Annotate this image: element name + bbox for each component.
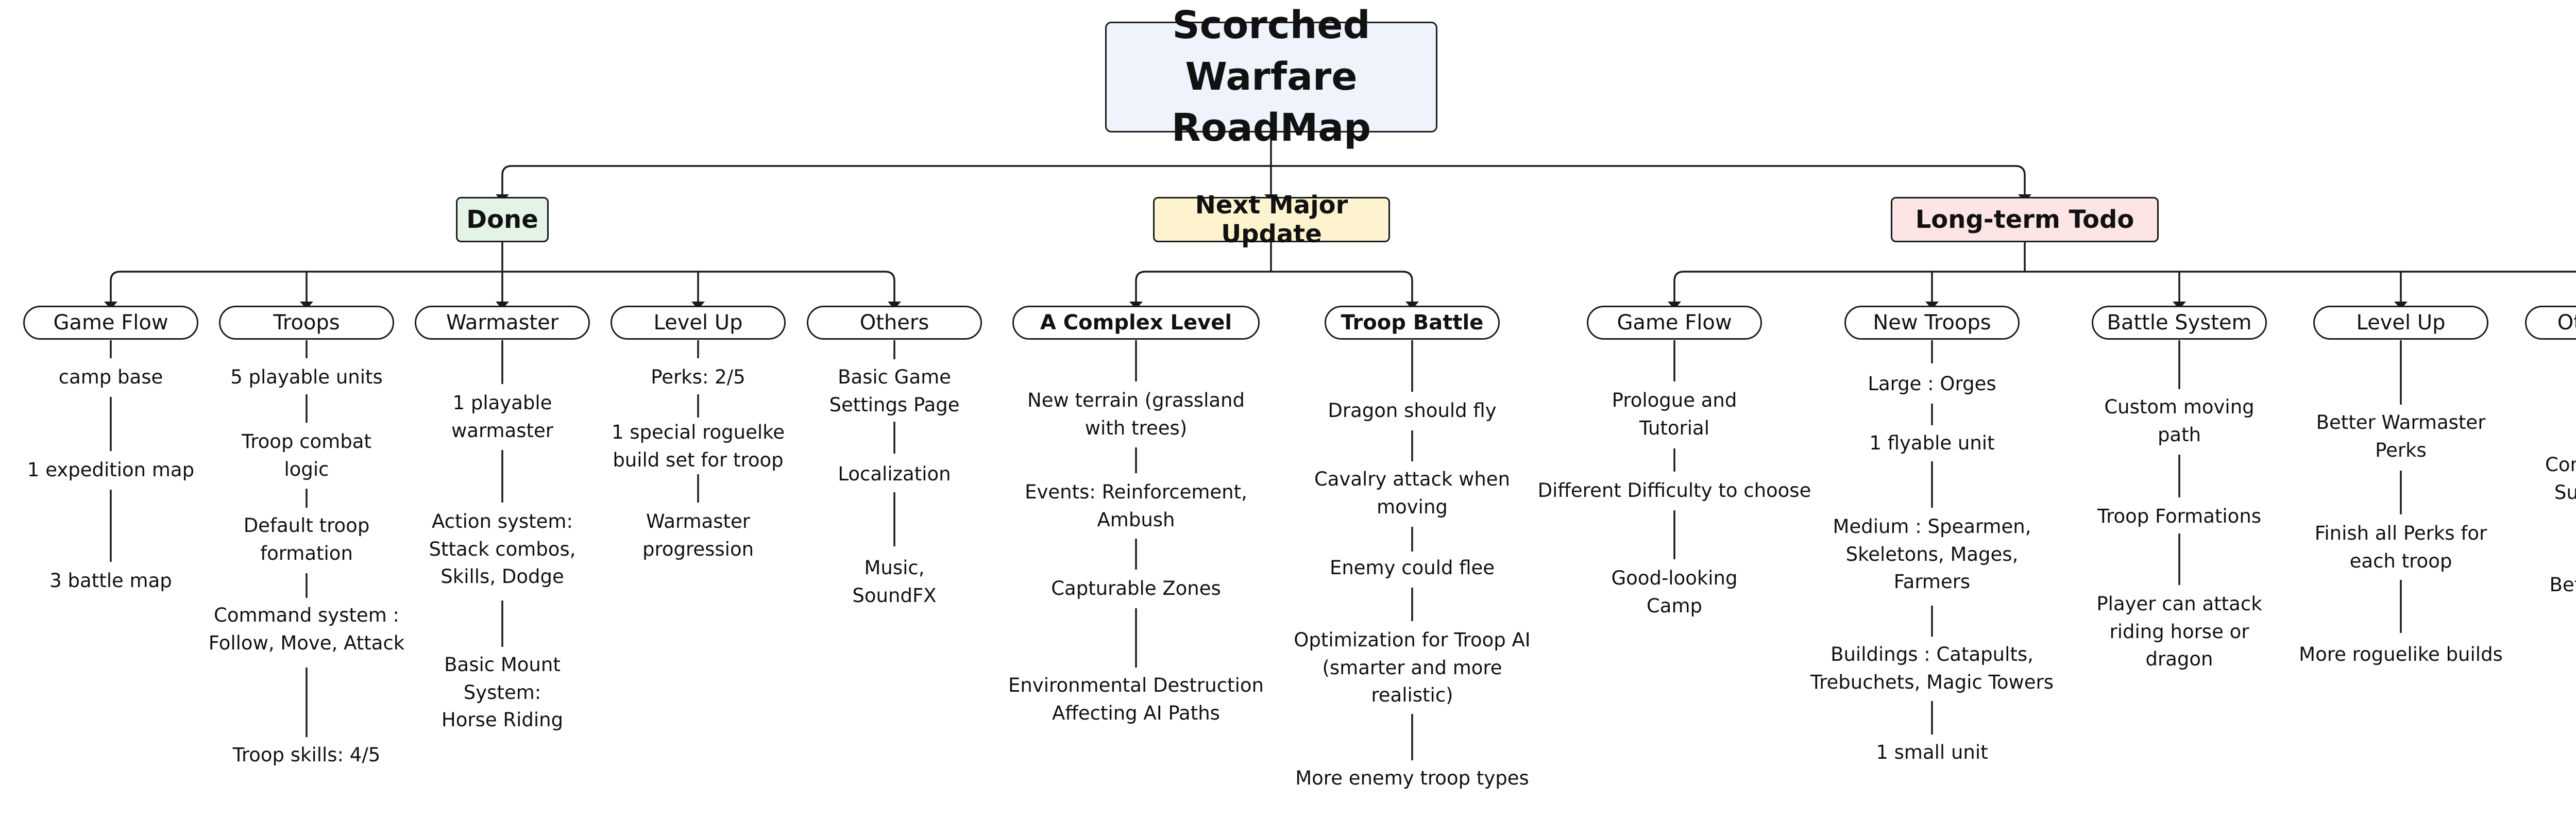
leaf-item: Music, SoundFX <box>852 557 937 607</box>
leaf-item: Basic Game Settings Page <box>829 366 960 416</box>
leaf-item: More enemy troop types <box>1295 767 1529 789</box>
done-game-flow-node: Game Flow <box>23 306 198 340</box>
leaf-item: Events: Reinforcement, Ambush <box>1025 481 1247 531</box>
leaf-item: 3 battle map <box>49 570 172 592</box>
leaf-item: Action system: Sttack combos, Skills, Do… <box>429 510 576 588</box>
leaf-item: Cavalry attack when moving <box>1314 468 1511 518</box>
long-game-flow-node: Game Flow <box>1587 306 1762 340</box>
category-next-major-update: Next Major Update <box>1153 191 1390 248</box>
leaf-item: Medium : Spearmen, Skeletons, Mages, Far… <box>1833 515 2031 593</box>
leaf-item: 1 special roguelke build set for troop <box>611 421 785 471</box>
leaf-item: Enemy could flee <box>1329 557 1495 579</box>
leaf-item: 1 flyable unit <box>1869 432 1995 454</box>
leaf-item: Command system : Follow, Move, Attack <box>208 604 405 654</box>
category-done: Done <box>456 197 549 242</box>
leaf-item: Prologue and Tutorial <box>1612 389 1737 439</box>
leaf-item: Better UI <box>2549 574 2576 596</box>
leaf-item: New terrain (grassland with trees) <box>1027 389 1245 439</box>
leaf-item: 1 expedition map <box>27 459 195 481</box>
leaf-item: Optimization for Troop AI (smarter and m… <box>1294 629 1531 707</box>
long-others-node: Others <box>2525 306 2576 340</box>
leaf-item: Dragon should fly <box>1328 399 1497 422</box>
next-complex-level-node: A Complex Level <box>1012 306 1260 340</box>
category-long-term-todo: Long-term Todo <box>1891 197 2159 242</box>
leaf-item: 1 playable warmaster <box>451 392 553 442</box>
leaf-item: Controller Support <box>2545 454 2576 504</box>
leaf-item: Good-looking Camp <box>1611 567 1738 617</box>
leaf-item: Different Difficulty to choose <box>1537 479 1811 502</box>
leaf-item: Warmaster progression <box>642 510 754 560</box>
long-battle-system-node: Battle System <box>2092 306 2267 340</box>
roadmap-title-box: Scorched Warfare RoadMap <box>1105 3 1437 150</box>
leaf-item: Troop Formations <box>2097 505 2262 527</box>
leaf-item: Finish all Perks for each troop <box>2314 522 2487 572</box>
long-new-troops-node: New Troops <box>1844 306 2020 340</box>
leaf-item: Custom moving path <box>2104 396 2255 446</box>
leaf-item: Perks: 2/5 <box>651 366 745 388</box>
leaf-item: Environmental Destruction Affecting AI P… <box>1008 674 1264 724</box>
long-level-up-node: Level Up <box>2313 306 2488 340</box>
done-others-node: Others <box>807 306 982 340</box>
roadmap-title: Scorched Warfare RoadMap <box>1171 3 1371 151</box>
leaf-item: Capturable Zones <box>1051 577 1221 599</box>
done-warmaster-node: Warmaster <box>415 306 590 340</box>
leaf-item: camp base <box>58 366 163 388</box>
done-level-up-node: Level Up <box>611 306 786 340</box>
next-troop-battle-node: Troop Battle <box>1325 306 1500 340</box>
leaf-item: 5 playable units <box>230 366 383 388</box>
leaf-item: 1 small unit <box>1876 741 1988 763</box>
leaf-item: More roguelike builds <box>2299 643 2503 665</box>
leaf-item: Buildings : Catapults, Trebuchets, Magic… <box>1810 643 2054 693</box>
done-troops-node: Troops <box>219 306 394 340</box>
leaf-item: Troop skills: 4/5 <box>232 744 381 766</box>
leaf-item: Troop combat logic <box>242 430 371 480</box>
leaf-item: Basic Mount System: Horse Riding <box>441 654 564 731</box>
leaf-item: Better Warmaster Perks <box>2316 411 2486 461</box>
leaf-item: Default troop formation <box>243 514 370 564</box>
leaf-item: Large : Orges <box>1868 373 1996 395</box>
leaf-item: Localization <box>838 463 951 485</box>
leaf-item: Player can attack riding horse or dragon <box>2096 593 2262 671</box>
